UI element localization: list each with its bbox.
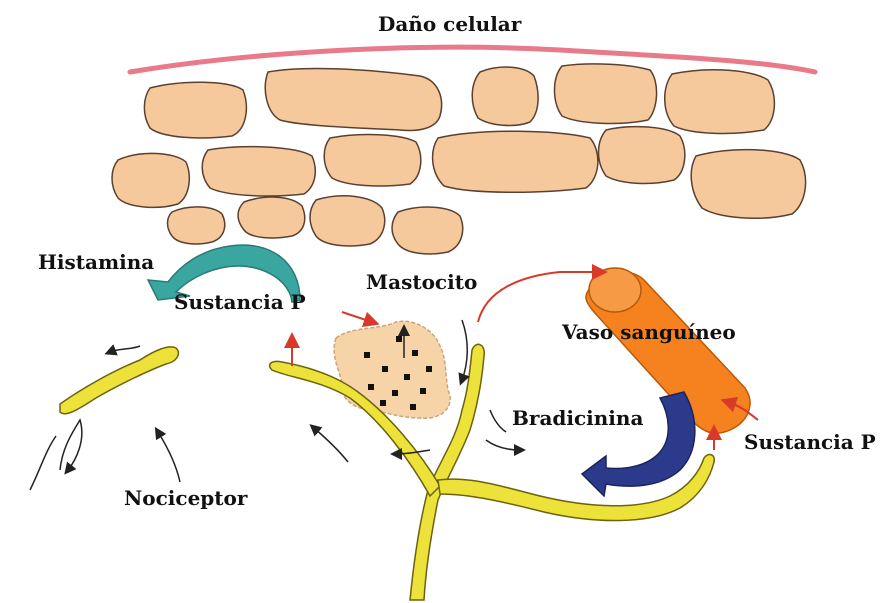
tissue-cell [324,135,421,186]
tissue-cell [472,67,538,125]
tissue-cell [168,207,225,244]
mast-cell [334,321,450,418]
signal-arrow [462,320,467,380]
blood-vessel-opening [589,268,641,312]
blood-vessel-label: Vaso sanguíneo [562,322,736,342]
tissue-cell [433,131,598,192]
signal-arrow [490,410,506,432]
substance-p-right-label: Sustancia P [744,432,876,452]
tissue-cell [691,150,805,219]
tissue-cell [112,153,189,207]
signal-arrow [158,432,180,482]
nociceptor-fiber-left [60,347,178,414]
tissue-cell [265,69,441,131]
histamine-label: Histamina [38,252,154,272]
signal-arrow [60,420,82,470]
tissue-cell [599,127,685,184]
cell-membrane-line [130,47,815,72]
tissue-cell [144,82,246,138]
signal-arrow [30,436,56,490]
cell-damage-label: Daño celular [378,14,521,34]
tissue-cell [555,64,657,124]
bradykinin-label: Bradicinina [512,408,643,428]
red-arrow-mast [342,312,372,322]
tissue-cell [310,196,385,246]
tissue-cell [238,197,305,238]
tissue-cell [392,207,463,254]
tissue-cells [112,64,806,254]
substance-p-left-label: Sustancia P [174,292,306,312]
signal-arrow [486,440,520,450]
signal-arrow [314,428,348,462]
mast-cell-label: Mastocito [366,272,477,292]
mast-cell-body [334,321,450,418]
signal-arrow [110,346,140,352]
tissue-cell [665,70,775,134]
tissue-cell [202,147,315,196]
red-arrow-vessel [478,272,600,322]
nociceptor-label: Nociceptor [124,488,247,508]
